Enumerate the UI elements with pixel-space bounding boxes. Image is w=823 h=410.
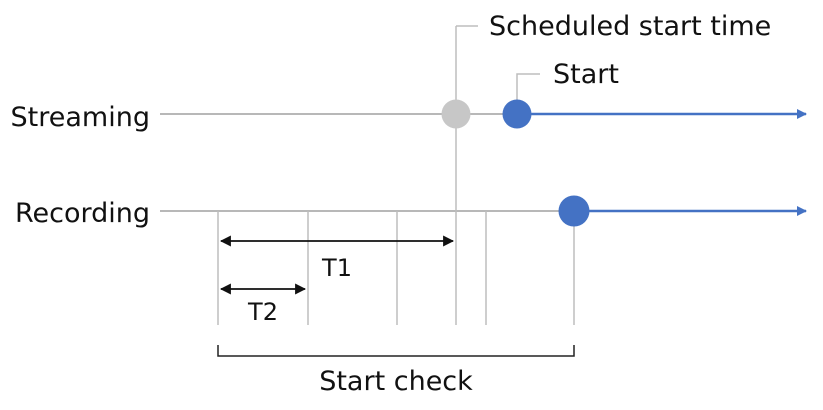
recording-label: Recording <box>15 198 150 229</box>
scheduled-start-time-label: Scheduled start time <box>489 11 771 42</box>
start-check-label: Start check <box>319 366 473 397</box>
recording-start-marker <box>558 195 590 227</box>
start-leader <box>516 73 540 104</box>
streaming-start-marker <box>502 99 532 129</box>
streaming-label: Streaming <box>11 102 150 133</box>
t1-label: T1 <box>321 254 352 282</box>
t2-label: T2 <box>247 298 278 326</box>
start-check-bracket <box>217 345 575 357</box>
scheduled-start-marker <box>441 99 471 129</box>
start-label: Start <box>553 59 619 90</box>
